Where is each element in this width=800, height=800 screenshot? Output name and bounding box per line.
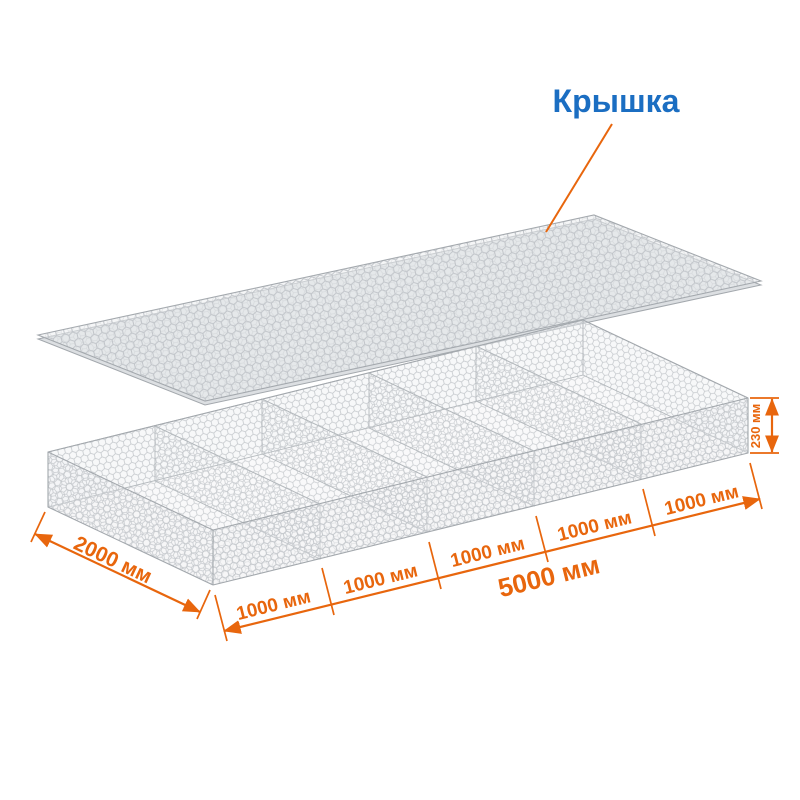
dim-total-length bbox=[214, 462, 763, 642]
dim-height bbox=[750, 397, 780, 454]
dim-height-label: 230 мм bbox=[748, 404, 763, 449]
lid-sheet-mesh-overlay bbox=[38, 215, 761, 401]
lid-pointer-line bbox=[545, 123, 613, 233]
lid-label: Крышка bbox=[553, 83, 680, 119]
dim-width bbox=[30, 511, 211, 620]
dimensions bbox=[30, 123, 780, 642]
lid bbox=[36, 214, 763, 406]
